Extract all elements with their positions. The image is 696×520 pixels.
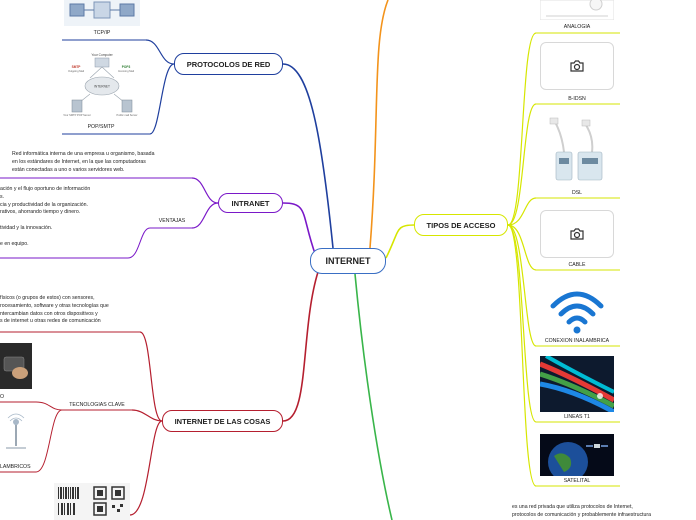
pop-smtp-label: POP/SMTP	[87, 124, 115, 130]
link-tipos	[385, 224, 415, 259]
conexion-inalambrica-label: CONEXION INALAMBRICA	[544, 338, 610, 344]
b-idsn-label: B-IDSN	[568, 96, 586, 102]
pop-diagram-left: SMTP	[72, 65, 82, 69]
pop-diagram-center: INTERNET	[94, 85, 110, 89]
camera-icon	[570, 60, 584, 72]
cable-label: CABLE	[568, 262, 586, 268]
wifi-icon	[540, 280, 614, 336]
bottom-note: es una red privada que utiliza protocolo…	[512, 504, 651, 518]
dsl-label: DSL	[571, 190, 583, 196]
link-protocolos	[282, 63, 334, 249]
central-topic[interactable]: INTERNET	[310, 248, 386, 274]
pop-diagram-left-sub: Outgoing Mail	[68, 69, 84, 73]
link-iot	[282, 271, 319, 422]
analogia-label: ANALOGIA	[563, 24, 591, 30]
intranet-advantages: ación y el flujo oportuno de información…	[0, 186, 91, 247]
cable-image	[540, 210, 614, 258]
camera-icon	[570, 228, 584, 240]
satelital-image	[540, 434, 614, 476]
satelital-label: SATELITAL	[563, 478, 591, 484]
lineas-t1-image	[540, 356, 614, 412]
link-intranet	[282, 202, 319, 263]
lineas-t1-label: LINEAS T1	[564, 414, 590, 420]
topic-intranet[interactable]: INTRANET	[218, 193, 283, 213]
iot-left-label-1: O	[0, 394, 5, 400]
pop-diagram-right-sub: Incoming Mail	[118, 69, 134, 73]
iot-definition: físicos (o grupos de estos) con sensores…	[0, 295, 109, 325]
tcpip-label: TCP/IP	[93, 30, 111, 36]
pop-smtp-diagram: Your Computer SMTP Outgoing Mail POP3 In…	[62, 50, 142, 120]
wifi-image	[540, 280, 614, 336]
barcode-qr-image	[54, 483, 130, 520]
tcpip-image	[64, 0, 140, 26]
dsl-image	[540, 114, 614, 188]
tecnologias-clave-label: TECNOLOGIAS CLAVE	[69, 402, 125, 408]
topic-tipos-de-acceso[interactable]: TIPOS DE ACCESO	[414, 214, 508, 236]
pop-diagram-bottom-left: Your SMTP POP Server	[63, 113, 91, 117]
analogia-image	[540, 0, 614, 20]
b-idsn-image	[540, 42, 614, 90]
link-top	[369, 0, 389, 249]
wireless-antenna-image	[0, 412, 32, 452]
topic-internet-de-las-cosas[interactable]: INTERNET DE LAS COSAS	[162, 410, 283, 432]
pop-diagram-right: POP3	[122, 65, 131, 69]
link-bottom	[354, 273, 393, 520]
intranet-definition: Red informática interna de una empresa u…	[12, 151, 155, 173]
topic-protocolos-de-red[interactable]: PROTOCOLOS DE RED	[174, 53, 283, 75]
pop-diagram-top: Your Computer	[91, 53, 113, 57]
rfid-card-image	[0, 343, 32, 389]
ventajas-label: VENTAJAS	[158, 218, 186, 224]
iot-left-label-2: LAMBRICOS	[0, 464, 31, 470]
pop-diagram-bottom-right: Public mail Server	[117, 113, 138, 117]
